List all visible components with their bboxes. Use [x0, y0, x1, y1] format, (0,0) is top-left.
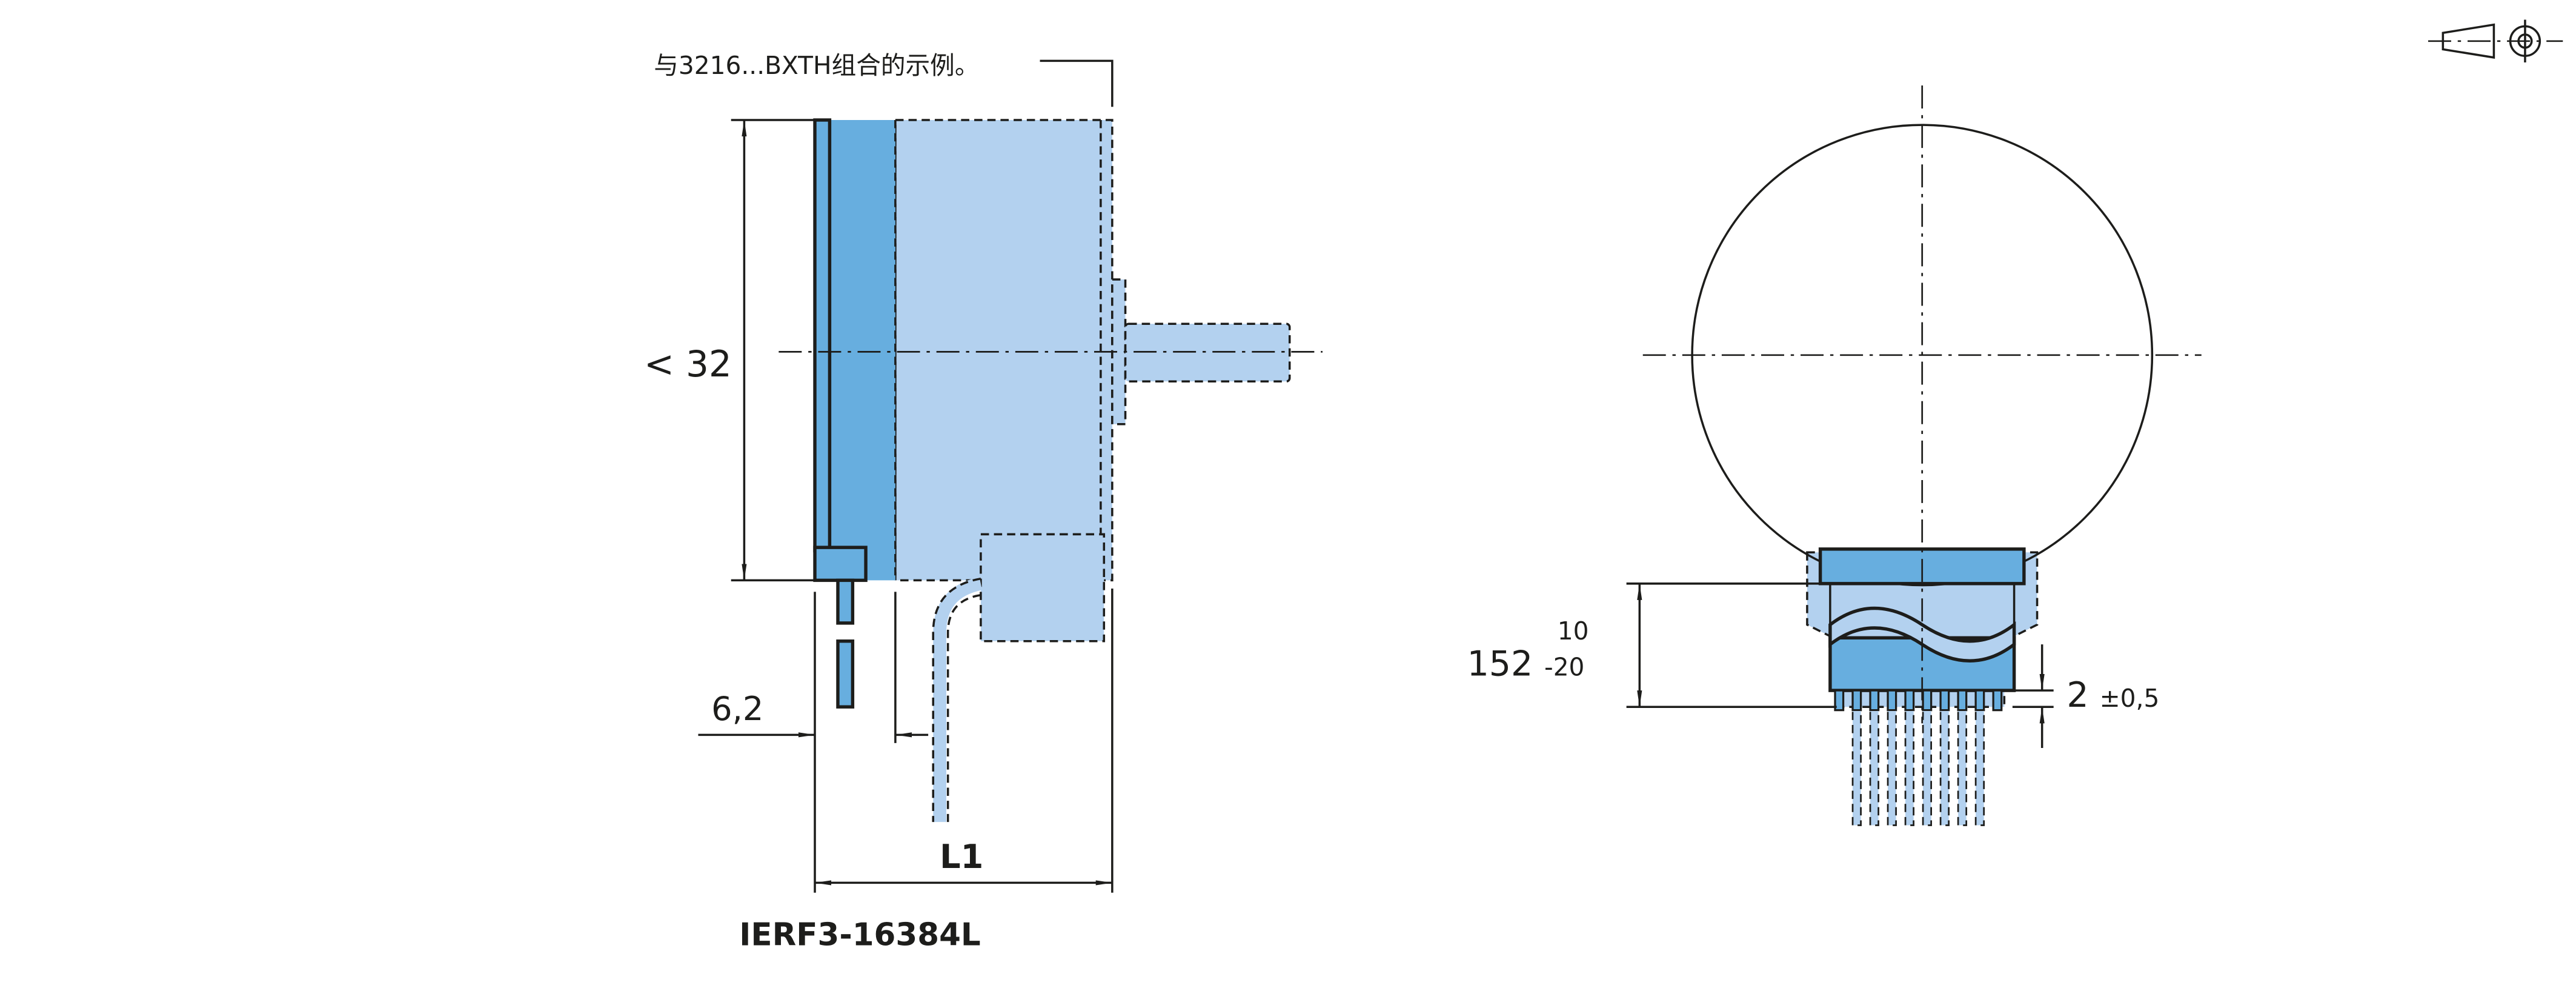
- wire: [1869, 709, 1879, 826]
- encoder-body: [829, 119, 895, 581]
- pins: [1834, 689, 2003, 826]
- strip-length-label: 2: [2066, 675, 2088, 715]
- offset-label: 6,2: [711, 690, 763, 728]
- height-label: < 32: [644, 344, 732, 386]
- wire: [1851, 709, 1862, 826]
- pin: [1869, 689, 1880, 712]
- cable-length-label: 152: [1467, 644, 1533, 684]
- motor-body-outline: [894, 119, 1114, 582]
- shaft: [1124, 322, 1291, 382]
- pin: [1851, 689, 1862, 712]
- encoder-plate: [813, 118, 832, 553]
- wire: [1904, 709, 1914, 826]
- dimension-height: < 32: [644, 119, 815, 582]
- pin: [1939, 689, 1950, 712]
- dimension-cable-length: 10 152 -20: [1467, 582, 1837, 708]
- wire: [1957, 709, 1968, 826]
- wire: [1939, 709, 1950, 826]
- pin: [1887, 689, 1897, 712]
- side-view: [778, 118, 1323, 823]
- dimension-strip-length: 2 ±0,5: [2012, 644, 2160, 749]
- pin: [1922, 689, 1933, 712]
- pin: [836, 578, 855, 625]
- dimension-length: L1: [815, 588, 1114, 893]
- pin: [1974, 689, 1985, 712]
- pin: [1992, 689, 2003, 712]
- pin: [1957, 689, 1968, 712]
- projection-symbol-icon: [2428, 19, 2563, 63]
- wire: [1922, 709, 1932, 826]
- dimension-offset: 6,2: [698, 592, 929, 893]
- length-label: L1: [940, 838, 983, 876]
- connector-block: [813, 546, 868, 582]
- motor-connector: [980, 533, 1106, 643]
- wire: [1974, 709, 1985, 826]
- pin: [1834, 689, 1845, 712]
- caption: 与3216...BXTH组合的示例。: [654, 51, 979, 80]
- pin-lower: [836, 639, 855, 709]
- wire: [1887, 709, 1897, 826]
- cable-tol-lower: -20: [1544, 653, 1584, 682]
- cable-tol-upper: 10: [1558, 616, 1589, 646]
- strip-tol-label: ±0,5: [2100, 684, 2160, 713]
- pin: [1904, 689, 1915, 712]
- model-label: IERF3-16384L: [739, 916, 980, 953]
- cable: [933, 577, 983, 823]
- caption-leader: [1040, 59, 1114, 107]
- front-view: [1642, 85, 2202, 826]
